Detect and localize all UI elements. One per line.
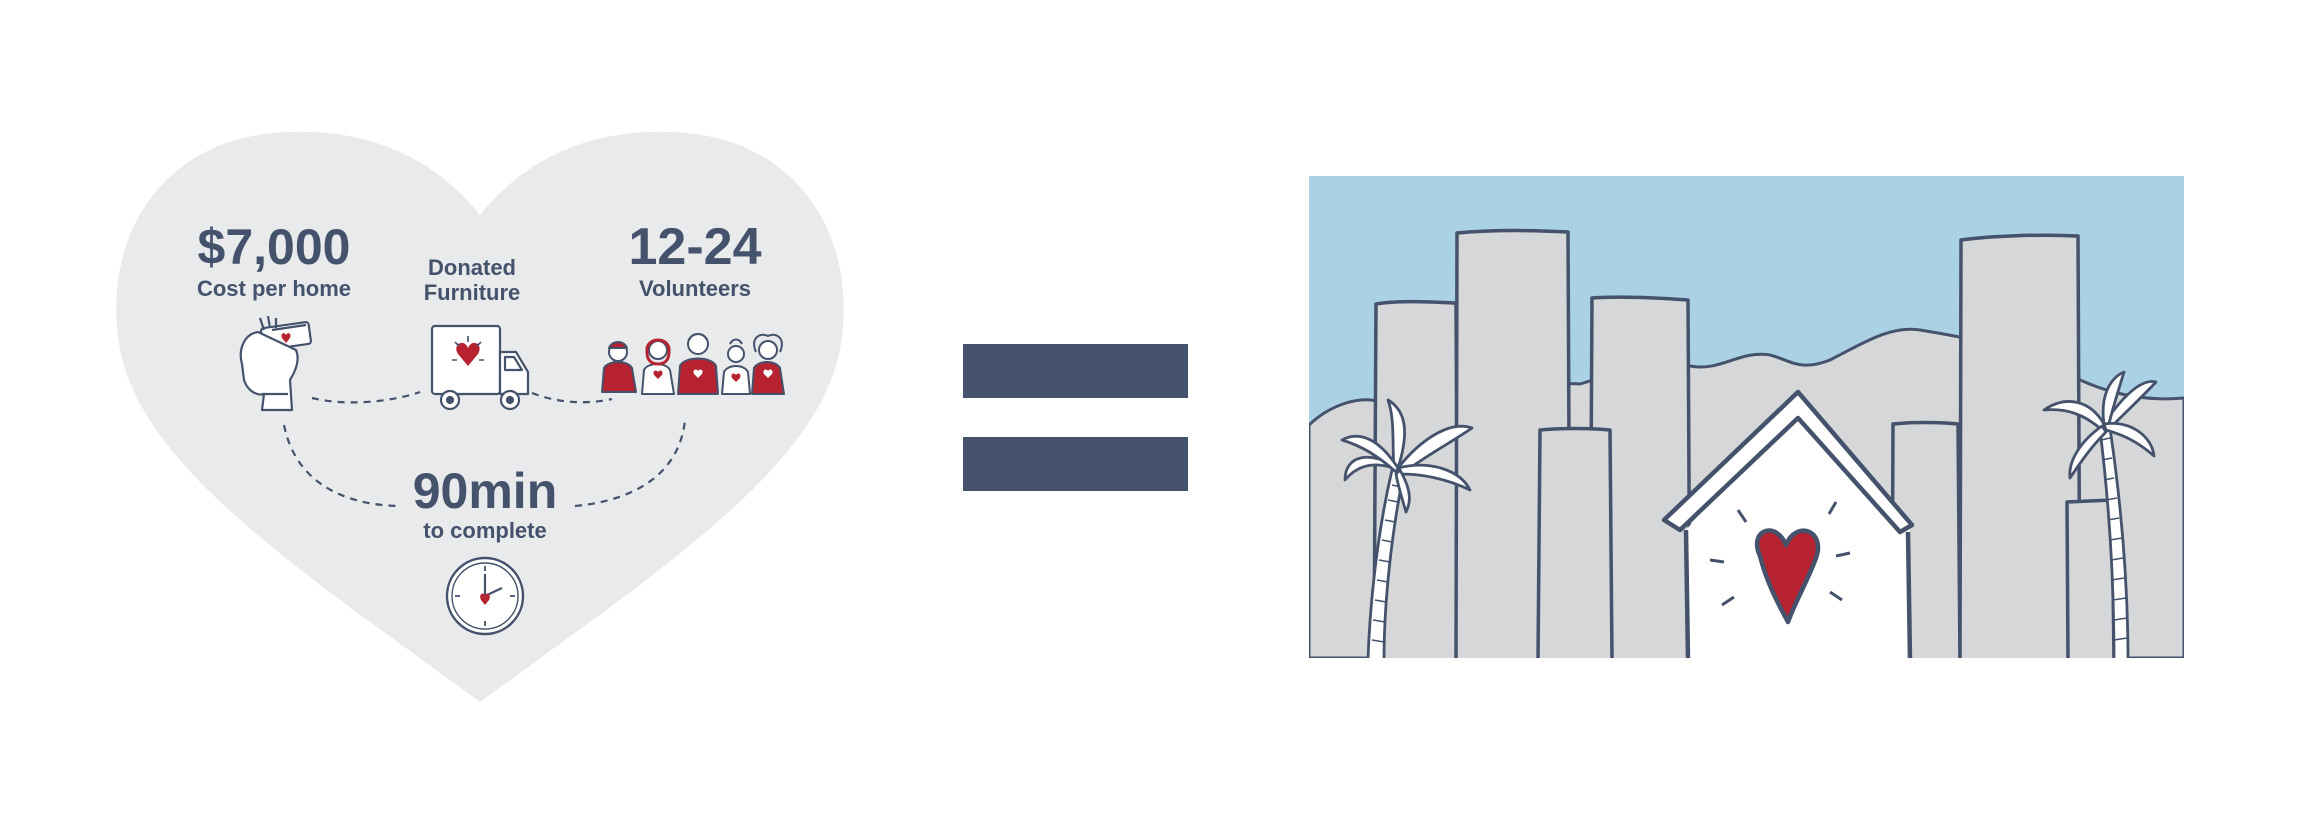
time-value: 90min xyxy=(413,463,558,519)
volunteers-label: Volunteers xyxy=(639,276,751,301)
heart-panel: $7,000 Cost per home Donated Furniture 1… xyxy=(116,131,844,702)
furniture-label-line1: Donated xyxy=(428,255,516,280)
dashed-connectors xyxy=(282,390,687,508)
equals-bar-top xyxy=(963,344,1188,398)
volunteers-value: 12-24 xyxy=(629,218,762,276)
heart-shape xyxy=(116,131,844,702)
cost-value: $7,000 xyxy=(198,219,351,275)
volunteer-group-icon xyxy=(601,333,785,395)
furniture-label-line2: Furniture xyxy=(424,280,521,305)
equals-sign xyxy=(963,344,1188,491)
palm-tree-left xyxy=(1340,398,1474,658)
city-skyline-home-heart-icon xyxy=(1309,176,2184,658)
hand-holding-money-icon xyxy=(239,315,313,412)
time-label: to complete xyxy=(423,518,546,543)
clock-icon xyxy=(445,556,525,636)
house-heart xyxy=(1661,389,1915,658)
delivery-truck-icon xyxy=(430,324,530,411)
palm-tree-right xyxy=(2042,370,2158,658)
cost-label: Cost per home xyxy=(197,276,351,301)
equals-bar-bottom xyxy=(963,437,1188,491)
